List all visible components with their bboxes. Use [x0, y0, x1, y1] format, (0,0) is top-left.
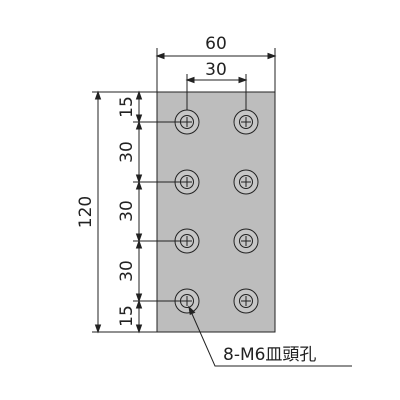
hole-r2-right [233, 169, 259, 195]
mounting-plate [156, 91, 276, 333]
countersunk-holes [174, 109, 259, 314]
dimension-label-chain-1: 15 [117, 96, 137, 118]
dimension-vertical-chain [133, 90, 187, 334]
hole-callout-label: 8-M6皿頭孔 [223, 345, 316, 365]
dimension-label-height: 120 [76, 196, 96, 228]
dimension-overall-height [92, 90, 157, 334]
dimension-label-pitch: 30 [205, 60, 227, 80]
dimension-label-chain-2: 30 [117, 141, 137, 163]
dimension-hole-pitch [185, 74, 248, 110]
hole-callout-leader [188, 305, 352, 367]
dimension-label-chain-5: 15 [117, 305, 137, 327]
dimension-overall-width [155, 48, 277, 92]
dimension-label-chain-4: 30 [117, 260, 137, 282]
dimension-label-width: 60 [205, 34, 227, 54]
dimension-label-chain-3: 30 [117, 200, 137, 222]
